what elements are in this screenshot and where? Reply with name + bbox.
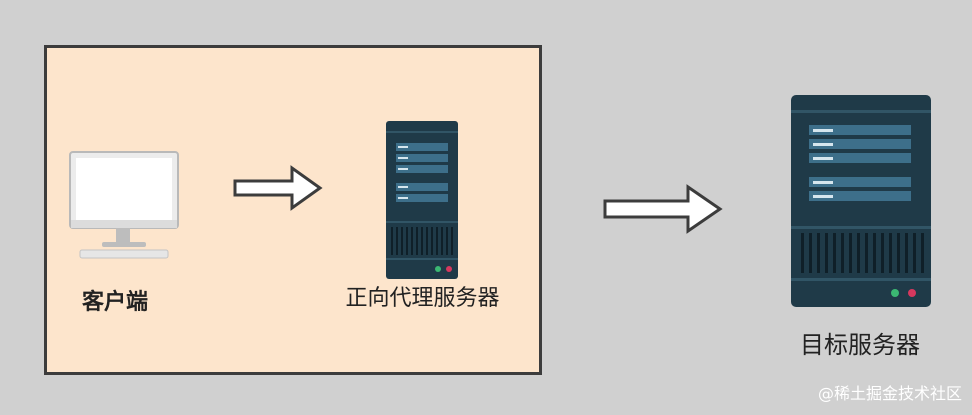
target-server-node bbox=[791, 95, 931, 307]
client-label: 客户端 bbox=[81, 290, 148, 315]
right-arrow-icon bbox=[603, 184, 723, 234]
right-arrow-icon bbox=[233, 165, 323, 211]
server-icon bbox=[386, 121, 458, 279]
server-icon bbox=[791, 95, 931, 307]
client-node bbox=[66, 150, 182, 262]
proxy-server-node bbox=[386, 121, 458, 279]
arrow-client-to-proxy bbox=[232, 164, 324, 212]
proxy-server-label: 正向代理服务器 bbox=[345, 286, 500, 311]
monitor-icon bbox=[69, 151, 179, 259]
arrow-proxy-to-target bbox=[602, 183, 724, 235]
target-server-label: 目标服务器 bbox=[800, 331, 920, 359]
watermark-text: @稀土掘金技术社区 bbox=[817, 384, 962, 403]
